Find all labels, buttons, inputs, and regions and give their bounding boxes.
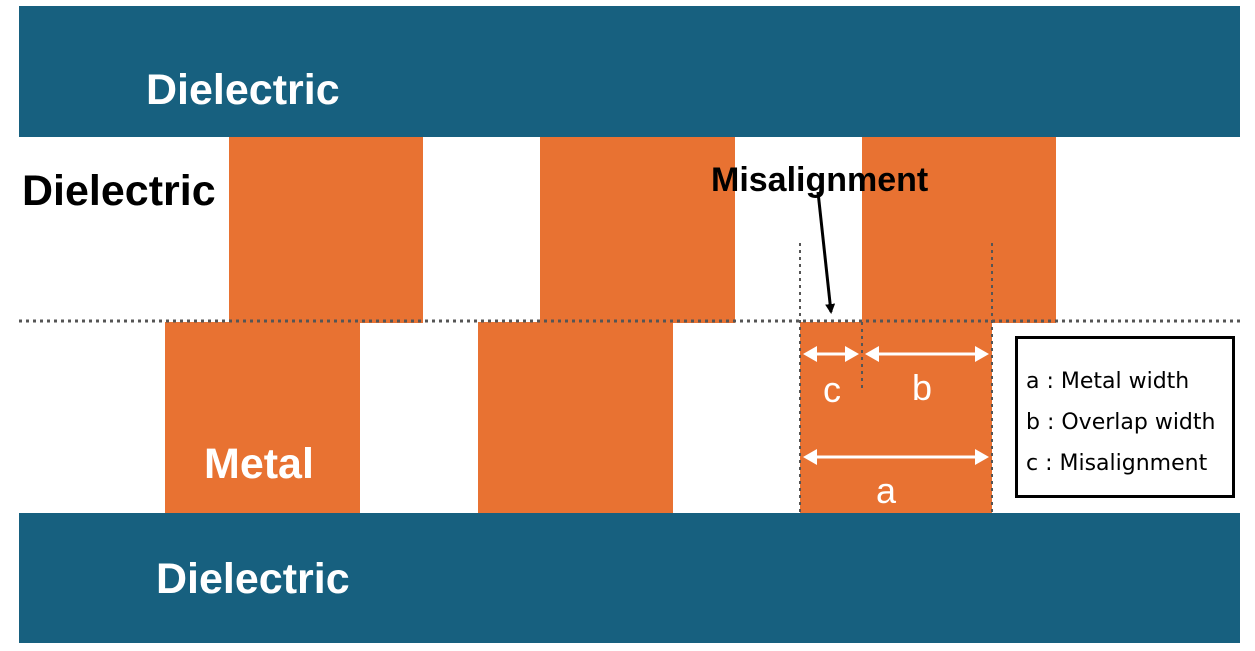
dim-b-arrow [865, 346, 989, 362]
misalignment-label: Misalignment [711, 161, 928, 199]
legend-item-b: b : Overlap width [1026, 410, 1216, 435]
top-dielectric-band [19, 6, 1240, 137]
top-dielectric-label: Dielectric [146, 66, 340, 114]
lower-metal-block [478, 322, 673, 513]
upper-metal-block [862, 137, 1056, 323]
upper-metal-block [540, 137, 735, 323]
lower-metal-block [165, 322, 360, 513]
bottom-dielectric-label: Dielectric [156, 555, 350, 603]
legend-box: a : Metal width b : Overlap width c : Mi… [1015, 336, 1235, 498]
misalignment-arrow [816, 191, 836, 314]
dim-a-label: a [876, 470, 897, 511]
bottom-dielectric-band [19, 513, 1240, 643]
legend-item-c: c : Misalignment [1026, 451, 1208, 476]
metal-label: Metal [204, 440, 314, 488]
dim-c-arrow [803, 346, 859, 362]
upper-metal-block [229, 137, 423, 323]
legend-item-a: a : Metal width [1026, 369, 1190, 394]
middle-dielectric-label: Dielectric [22, 167, 216, 215]
dim-a-arrow [803, 449, 989, 465]
dim-c-label: c [823, 369, 841, 410]
dim-b-label: b [912, 367, 932, 408]
